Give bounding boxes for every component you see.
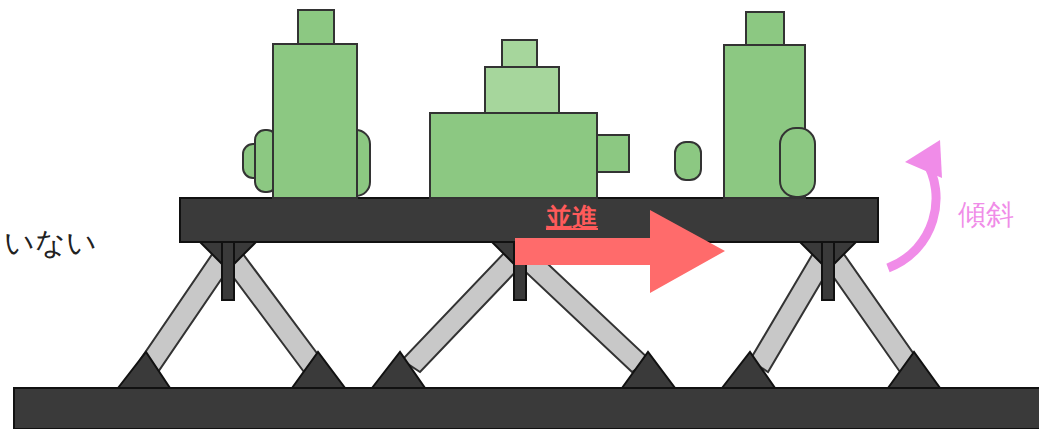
top-platform (180, 198, 878, 242)
middle-instrument (430, 40, 629, 198)
tilt-arrow (888, 160, 936, 268)
left-instrument (243, 10, 370, 198)
leg-feet (118, 352, 940, 388)
cut-off-note: いない (4, 226, 97, 259)
actuator-legs (140, 250, 918, 372)
translation-label: 並進 (546, 203, 598, 232)
tilt-label: 傾斜 (958, 200, 1014, 231)
right-instrument (675, 12, 815, 198)
tilt-arrow-head (905, 140, 942, 178)
base-plate (14, 388, 1039, 429)
